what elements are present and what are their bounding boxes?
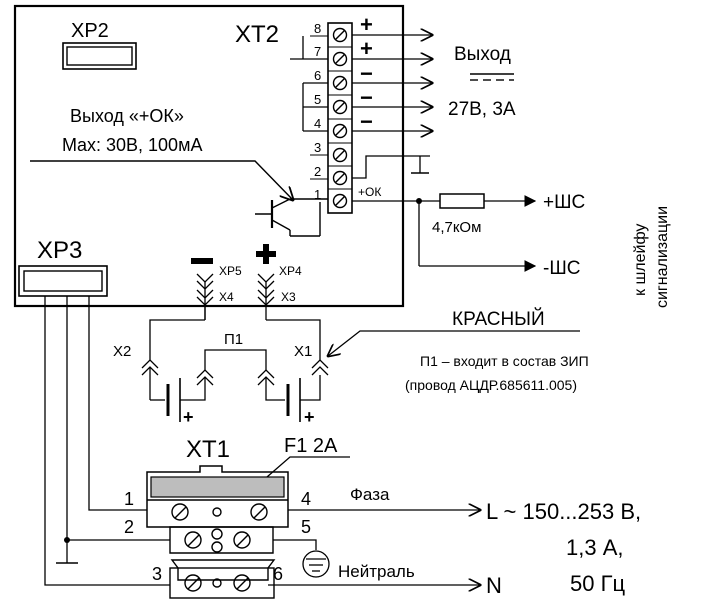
ground-symbol bbox=[302, 550, 330, 578]
neutral-n-label: N bbox=[486, 573, 502, 598]
plus-sign bbox=[256, 244, 276, 264]
xp5-label: XP5 bbox=[219, 264, 242, 278]
minus-sign bbox=[191, 258, 213, 264]
xt1-pin-5: 5 bbox=[301, 517, 311, 537]
mains-voltage: L ~ 150...253 В, bbox=[486, 499, 641, 524]
p1-note-line2: (провод АЦДР.685611.005) bbox=[405, 377, 577, 393]
mains-frequency: 50 Гц bbox=[570, 571, 625, 596]
xt2-sign-4: − bbox=[360, 109, 373, 134]
xt1-pin-4: 4 bbox=[301, 489, 311, 509]
xt2-terminal-block bbox=[327, 22, 353, 214]
plus-shs-label: +ШС bbox=[543, 192, 585, 213]
fuse-label: F1 2А bbox=[284, 435, 338, 457]
xp3-connector bbox=[18, 265, 108, 297]
xt2-terminal-1-number: 1 bbox=[314, 187, 321, 202]
loop-label-line2: сигнализации bbox=[654, 206, 671, 308]
xt1-label: XT1 bbox=[186, 436, 230, 463]
neutral-label: Нейтраль bbox=[338, 562, 415, 581]
transistor bbox=[30, 160, 328, 237]
xp2-label: XP2 bbox=[71, 20, 109, 42]
minus-shs-label: -ШС bbox=[543, 258, 580, 279]
xt2-sign-6: − bbox=[360, 61, 373, 86]
xp4-label: XP4 bbox=[279, 264, 302, 278]
xt2-label: XT2 bbox=[235, 21, 279, 48]
phase-label: Фаза bbox=[350, 485, 390, 504]
xt2-sign-5: − bbox=[360, 85, 373, 110]
xt2-terminal-2-number: 2 bbox=[314, 164, 321, 179]
resistor-value: 4,7кОм bbox=[432, 219, 481, 236]
xt1-pin-2: 2 bbox=[124, 517, 134, 537]
battery-left-plus: + bbox=[183, 407, 194, 427]
xt2-terminal-8-number: 8 bbox=[314, 21, 321, 36]
xt2-terminal-4-number: 4 bbox=[314, 116, 321, 131]
xp2-connector bbox=[62, 42, 137, 70]
resistor bbox=[439, 193, 485, 209]
ok-output-max: Max: 30В, 100мА bbox=[62, 135, 202, 155]
p1-note-line1: П1 – входит в состав ЗИП bbox=[420, 353, 589, 369]
ok-output-label: Выход «+ОК» bbox=[70, 106, 184, 126]
xp3-label: XP3 bbox=[37, 237, 82, 264]
output-title: Выход bbox=[454, 44, 511, 65]
xt2-sign-8: + bbox=[360, 12, 373, 37]
loop-label-line1: к шлейфу bbox=[632, 224, 649, 296]
xt1-pin-6: 6 bbox=[273, 564, 283, 584]
xt2-terminal-7-number: 7 bbox=[314, 44, 321, 59]
x4-label: X4 bbox=[219, 290, 234, 304]
dc-symbol bbox=[470, 73, 514, 81]
battery-right-plus: + bbox=[304, 407, 315, 427]
plus-ok-label: +ОК bbox=[358, 185, 381, 199]
red-wire-pointer bbox=[328, 330, 580, 356]
xt2-terminal-6-number: 6 bbox=[314, 68, 321, 83]
x3-label: X3 bbox=[281, 290, 296, 304]
xt1-pin-3: 3 bbox=[152, 564, 162, 584]
p1-label: П1 bbox=[224, 331, 243, 348]
x2-label: X2 bbox=[113, 343, 131, 360]
mains-current: 1,3 А, bbox=[566, 535, 623, 560]
x1-label: X1 bbox=[294, 343, 312, 360]
xt1-fuse-holder bbox=[146, 465, 289, 528]
xt2-sign-7: + bbox=[360, 36, 373, 61]
xt2-terminal-3-number: 3 bbox=[314, 140, 321, 155]
output-rating: 27В, 3А bbox=[448, 99, 516, 120]
xt1-pin-1: 1 bbox=[124, 489, 134, 509]
xt2-terminal-5-number: 5 bbox=[314, 92, 321, 107]
red-wire-label: КРАСНЫЙ bbox=[452, 308, 545, 330]
